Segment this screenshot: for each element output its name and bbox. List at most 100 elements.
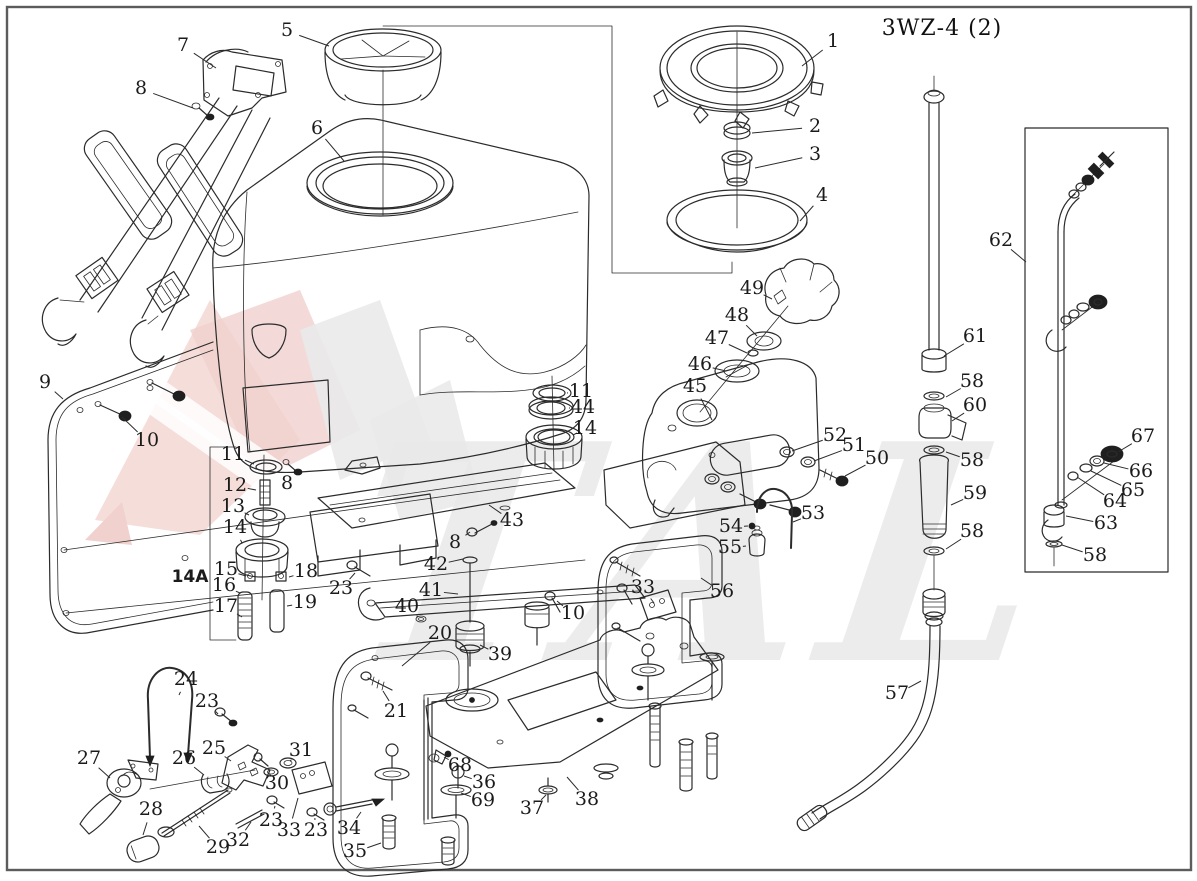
leader-line — [700, 577, 712, 586]
part-label-61: 61 — [963, 325, 987, 347]
part-label-11: 11 — [569, 380, 593, 402]
leader-line — [224, 756, 232, 762]
part-label-39: 39 — [488, 643, 512, 665]
part-label-40: 40 — [395, 595, 419, 617]
leader-line — [349, 572, 356, 580]
leader-line — [566, 776, 579, 791]
part-label-67: 67 — [1131, 425, 1155, 447]
part-label-49: 49 — [740, 277, 764, 299]
leader-line — [488, 504, 502, 514]
leader-line — [153, 92, 194, 109]
leader-line — [945, 451, 960, 458]
part-label-41: 41 — [419, 579, 443, 601]
part-label-58: 58 — [960, 449, 984, 471]
leader-line — [291, 797, 299, 819]
part-label-11: 11 — [221, 443, 245, 465]
part-label-8: 8 — [281, 472, 293, 494]
leader-line — [244, 459, 255, 465]
part-label-68: 68 — [448, 754, 472, 776]
diagram-frame-border — [5, 5, 1193, 872]
leader-line — [540, 794, 547, 801]
part-label-23: 23 — [259, 809, 283, 831]
leader-line — [416, 615, 419, 618]
leader-line — [1065, 515, 1094, 522]
subassembly-14A — [209, 446, 303, 641]
part-label-63: 63 — [1094, 512, 1118, 534]
part-label-31: 31 — [289, 739, 313, 761]
back-plate — [47, 341, 586, 661]
part-label-44: 44 — [571, 396, 595, 418]
leader-line — [813, 450, 843, 462]
leader-line — [247, 487, 257, 491]
part-label-32: 32 — [226, 829, 250, 851]
leader-line — [463, 775, 472, 780]
part-label-51: 51 — [842, 434, 866, 456]
leader-line — [98, 767, 111, 779]
leader-line — [460, 792, 471, 798]
leader-line — [289, 759, 292, 762]
leader-line — [465, 531, 471, 536]
leader-line — [236, 613, 243, 618]
part-label-3: 3 — [809, 143, 821, 165]
part-label-25: 25 — [202, 737, 226, 759]
part-label-58: 58 — [960, 370, 984, 392]
part-label-54: 54 — [719, 515, 743, 537]
leader-line — [367, 842, 382, 849]
leader-line — [193, 766, 205, 776]
leader-line — [382, 690, 390, 702]
part-label-16: 16 — [212, 574, 236, 596]
part-label-8: 8 — [135, 77, 147, 99]
leader-line — [1010, 248, 1027, 263]
leader-line — [754, 157, 803, 169]
part-label-50: 50 — [865, 447, 889, 469]
leader-line — [268, 773, 272, 777]
leader-line — [178, 691, 181, 696]
leader-line — [356, 811, 362, 819]
part-label-9: 9 — [39, 371, 51, 393]
lance-detail-inset — [1024, 127, 1169, 573]
leader-line — [573, 432, 578, 436]
part-label-23: 23 — [329, 577, 353, 599]
part-label-14: 14 — [223, 516, 247, 538]
leader-line — [799, 205, 814, 222]
part-label-35: 35 — [343, 840, 367, 862]
throttle-lever-group — [79, 666, 386, 863]
leader-line — [712, 367, 727, 372]
leader-line — [448, 558, 464, 563]
part-label-8: 8 — [449, 531, 461, 553]
strap-buckle — [75, 256, 119, 300]
part-label-14: 14 — [573, 417, 597, 439]
part-label-37: 37 — [520, 797, 544, 819]
leader-line — [763, 294, 773, 300]
part-label-45: 45 — [683, 375, 707, 397]
leader-line — [443, 591, 459, 595]
part-label-62: 62 — [989, 229, 1013, 251]
part-label-19: 19 — [293, 591, 317, 613]
leader-line — [951, 412, 965, 422]
part-label-64: 64 — [1103, 490, 1127, 512]
leader-line — [950, 498, 964, 506]
part-label-66: 66 — [1129, 460, 1153, 482]
left-frame — [332, 639, 469, 877]
leader-line — [745, 324, 758, 337]
leader-line — [244, 821, 252, 831]
leader-line — [908, 680, 922, 689]
part-label-24: 24 — [174, 668, 198, 690]
part-label-10: 10 — [135, 429, 159, 451]
part-label-17: 17 — [214, 595, 238, 617]
leader-line — [142, 822, 148, 836]
leader-line — [325, 138, 345, 162]
leader-line — [54, 391, 64, 400]
leader-line — [479, 644, 489, 650]
part-label-56: 56 — [710, 580, 734, 602]
leader-line — [791, 439, 823, 452]
leader-line — [1103, 462, 1129, 470]
part-label-30: 30 — [265, 772, 289, 794]
leader-line — [1090, 470, 1122, 486]
leader-line — [235, 590, 241, 594]
tank-neck-ring — [306, 151, 454, 217]
part-label-52: 52 — [823, 424, 847, 446]
leader-line — [751, 127, 803, 134]
